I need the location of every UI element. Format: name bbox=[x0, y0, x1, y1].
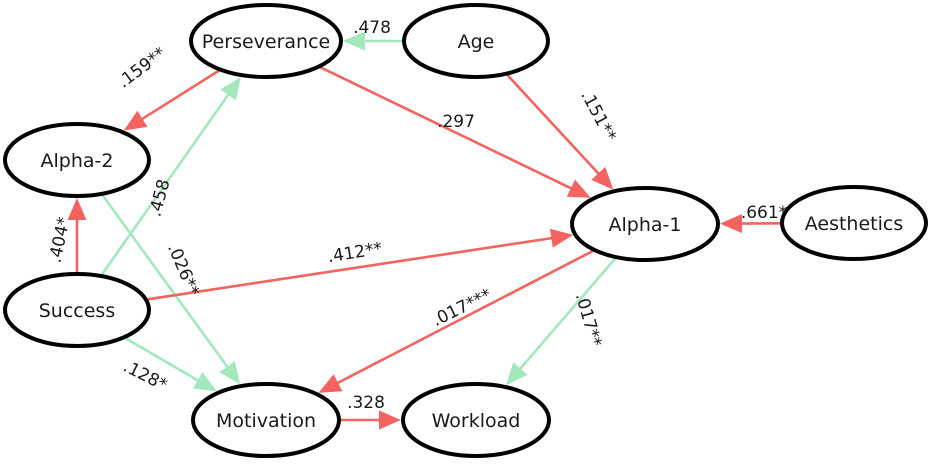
edge-arrowhead-age-perseverance bbox=[343, 31, 365, 51]
node-aesthetics[interactable]: Aesthetics bbox=[780, 185, 928, 261]
edge-line-success-motivation bbox=[124, 336, 201, 383]
node-label-alpha1: Alpha-1 bbox=[609, 214, 682, 236]
node-label-alpha2: Alpha-2 bbox=[41, 150, 114, 172]
edge-arrowhead-success-alpha1 bbox=[549, 228, 574, 248]
edge-arrowhead-perseverance-alpha1 bbox=[566, 179, 591, 198]
edge-age-alpha1 bbox=[505, 73, 614, 190]
node-label-workload: Workload bbox=[432, 410, 521, 432]
node-success[interactable]: Success bbox=[3, 272, 151, 348]
edge-arrowhead-age-alpha1 bbox=[591, 166, 614, 190]
edge-line-age-alpha1 bbox=[505, 73, 602, 177]
node-shape-success bbox=[3, 272, 151, 348]
edge-arrowhead-success-perseverance bbox=[220, 76, 241, 101]
edge-arrowhead-success-motivation bbox=[192, 372, 217, 392]
edge-label-aesthetics-alpha1: .661* bbox=[741, 203, 787, 223]
edge-label-alpha2-motivation: .026** bbox=[163, 241, 203, 299]
edge-label-success-alpha1: .412** bbox=[326, 239, 383, 267]
node-label-aesthetics: Aesthetics bbox=[805, 213, 904, 235]
edge-arrowhead-aesthetics-alpha1 bbox=[719, 214, 743, 234]
edge-arrowhead-alpha1-motivation bbox=[318, 374, 343, 393]
edge-line-success-alpha1 bbox=[146, 236, 555, 301]
edge-arrowhead-motivation-workload bbox=[379, 410, 401, 430]
node-motivation[interactable]: Motivation bbox=[191, 382, 341, 458]
node-perseverance[interactable]: Perseverance bbox=[189, 3, 343, 79]
edge-perseverance-alpha2 bbox=[123, 69, 221, 131]
edge-alpha1-motivation bbox=[318, 249, 595, 393]
edge-arrowhead-success-alpha2 bbox=[67, 198, 87, 220]
edge-line-alpha1-motivation bbox=[334, 249, 595, 386]
edge-line-alpha2-motivation bbox=[101, 193, 230, 370]
edge-label-success-perseverance: .458 bbox=[145, 177, 174, 219]
node-shape-perseverance bbox=[189, 3, 343, 79]
edge-success-perseverance bbox=[100, 76, 241, 276]
node-label-perseverance: Perseverance bbox=[202, 31, 330, 53]
node-shape-motivation bbox=[191, 382, 341, 458]
node-workload[interactable]: Workload bbox=[401, 382, 551, 458]
node-alpha1[interactable]: Alpha-1 bbox=[570, 186, 720, 262]
edge-label-perseverance-alpha1: .297 bbox=[437, 112, 475, 132]
edge-label-success-alpha2: .404* bbox=[45, 215, 74, 265]
node-shape-alpha1 bbox=[570, 186, 720, 262]
node-label-age: Age bbox=[458, 31, 495, 53]
edge-age-perseverance bbox=[343, 31, 403, 51]
edge-layer bbox=[67, 31, 782, 430]
node-shape-aesthetics bbox=[780, 185, 928, 261]
edge-label-alpha1-workload: .017** bbox=[571, 291, 605, 349]
edge-label-motivation-workload: .328 bbox=[347, 393, 385, 413]
node-label-success: Success bbox=[39, 300, 115, 322]
node-age[interactable]: Age bbox=[402, 3, 550, 79]
node-shape-age bbox=[402, 3, 550, 79]
edge-success-motivation bbox=[124, 336, 217, 392]
edge-aesthetics-alpha1 bbox=[719, 214, 782, 234]
edge-success-alpha2 bbox=[67, 198, 87, 273]
edge-perseverance-alpha1 bbox=[319, 65, 591, 198]
edge-motivation-workload bbox=[340, 410, 401, 430]
edge-line-perseverance-alpha1 bbox=[319, 65, 575, 191]
edge-label-success-motivation: .128* bbox=[120, 357, 170, 396]
edge-label-age-perseverance: .478 bbox=[353, 18, 391, 38]
edge-label-age-alpha1: .151** bbox=[576, 87, 619, 145]
edge-line-alpha1-workload bbox=[517, 257, 617, 372]
edge-alpha1-workload bbox=[506, 257, 617, 386]
edge-alpha2-motivation bbox=[101, 193, 241, 385]
edge-arrowhead-perseverance-alpha2 bbox=[123, 110, 148, 131]
edge-arrowhead-alpha2-motivation bbox=[219, 360, 241, 385]
node-shape-workload bbox=[401, 382, 551, 458]
edge-line-success-perseverance bbox=[100, 91, 231, 276]
edge-arrowhead-alpha1-workload bbox=[506, 362, 528, 386]
node-alpha2[interactable]: Alpha-2 bbox=[3, 122, 151, 198]
node-label-motivation: Motivation bbox=[216, 410, 316, 432]
edge-line-perseverance-alpha2 bbox=[139, 69, 221, 122]
edge-success-alpha1 bbox=[146, 228, 574, 301]
edge-label-perseverance-alpha2: .159** bbox=[114, 44, 170, 93]
node-shape-alpha2 bbox=[3, 122, 151, 198]
